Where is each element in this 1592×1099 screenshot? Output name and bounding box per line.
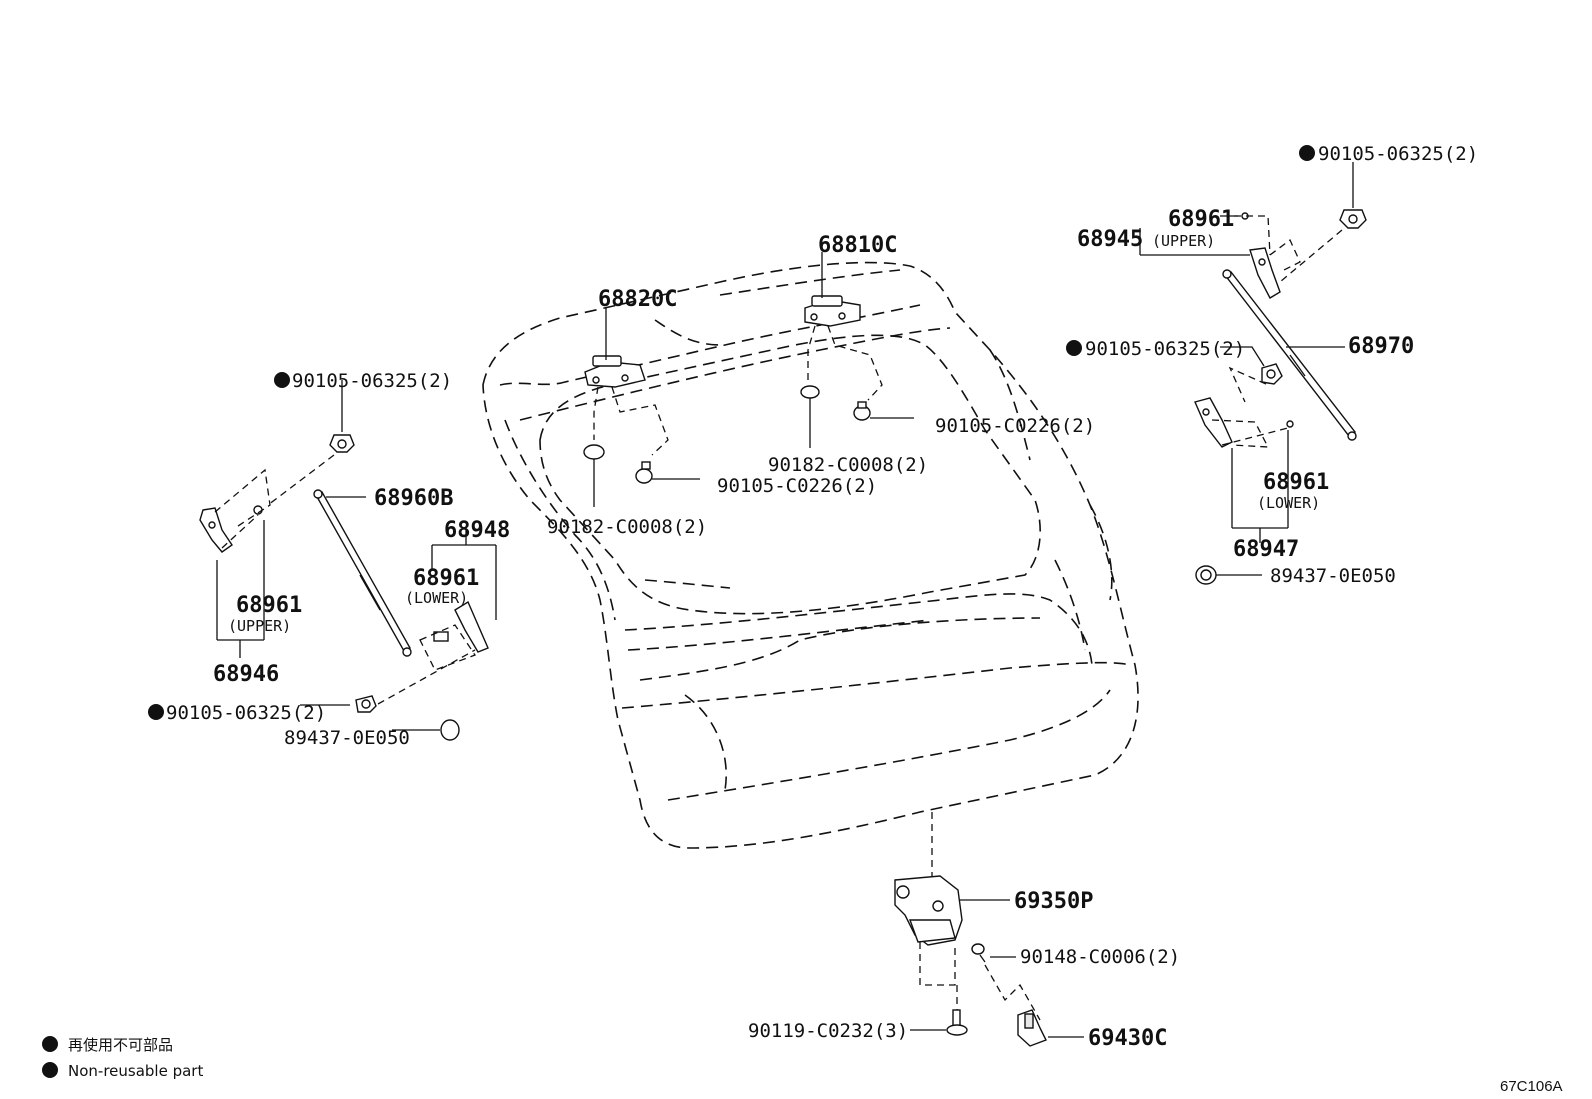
- label-68960B: 68960B: [374, 486, 453, 511]
- cushion-89437-0E050-left: [392, 719, 460, 741]
- bolt-90105-06325-left-bottom: [300, 649, 476, 713]
- label-69430C: 69430C: [1088, 1026, 1167, 1051]
- label-68948: 68948: [444, 518, 510, 543]
- label-68961-lower-left: 68961: [413, 566, 479, 591]
- label-90119-C0232: 90119-C0232(3): [748, 1020, 908, 1042]
- label-68961-upper-right: 68961: [1168, 207, 1234, 232]
- label-68946: 68946: [213, 662, 279, 687]
- label-upper-right: (UPPER): [1152, 232, 1215, 250]
- label-69350P: 69350P: [1014, 889, 1093, 914]
- hinge-68810C: [804, 252, 883, 401]
- stay-68960B: [313, 489, 412, 657]
- legend-text-en: Non-reusable part: [68, 1062, 203, 1080]
- bolt-90105-C0226-left: [635, 461, 700, 484]
- label-90182-C0008-right: 90182-C0008(2): [768, 454, 928, 476]
- label-68945: 68945: [1077, 227, 1143, 252]
- part-labels: 68810C 68820C 90105-06325(2) 68961 (UPPE…: [148, 143, 1478, 1051]
- label-lower-left: (LOWER): [405, 589, 468, 607]
- legend-text-jp: 再使用不可部品: [68, 1036, 173, 1054]
- label-90148-C0006: 90148-C0006(2): [1020, 946, 1180, 968]
- label-90105-06325-left-top: 90105-06325(2): [292, 370, 452, 392]
- label-90182-C0008-left: 90182-C0008(2): [547, 516, 707, 538]
- diagram-reference-code: 67C106A: [1500, 1078, 1563, 1095]
- legend: 再使用不可部品 Non-reusable part: [42, 1036, 203, 1080]
- hinge-68820C: [584, 307, 669, 456]
- label-68961-lower-right: 68961: [1263, 470, 1329, 495]
- label-89437-0E050-left: 89437-0E050: [284, 727, 410, 749]
- clip-90182-C0008-left: [583, 444, 605, 507]
- bracket-68961-upper-right: [1139, 212, 1301, 299]
- label-90105-06325-top-right: 90105-06325(2): [1318, 143, 1478, 165]
- switch-69430C: [1017, 1009, 1084, 1047]
- screw-90148-C0006: [971, 943, 1041, 1021]
- bolt-90119-C0232: [910, 1009, 968, 1036]
- legend-bullet-icon: [42, 1062, 58, 1078]
- back-door-panel: [482, 261, 1139, 849]
- label-90105-C0226-right: 90105-C0226(2): [935, 415, 1095, 437]
- non-reusable-mark: [274, 372, 290, 388]
- label-upper-left: (UPPER): [228, 617, 291, 635]
- bolt-90105-06325-right-top: [1267, 162, 1367, 293]
- stay-68970: [1222, 269, 1357, 441]
- cushion-89437-0E050-right: [1195, 565, 1262, 585]
- label-68961-upper-left: 68961: [236, 593, 302, 618]
- label-68810C: 68810C: [818, 233, 897, 258]
- label-68820C: 68820C: [598, 287, 677, 312]
- label-89437-0E050-right: 89437-0E050: [1270, 565, 1396, 587]
- legend-bullet-icon: [42, 1036, 58, 1052]
- non-reusable-mark: [148, 704, 164, 720]
- bracket-68961-upper-left: [199, 468, 271, 658]
- bolt-90105-C0226-right: [853, 401, 914, 421]
- label-90105-C0226-left: 90105-C0226(2): [717, 475, 877, 497]
- bolt-90105-06325-right-middle: [1220, 346, 1283, 403]
- lock-69350P: [894, 812, 1010, 1028]
- label-90105-06325-middle-right: 90105-06325(2): [1085, 338, 1245, 360]
- label-lower-right: (LOWER): [1257, 494, 1320, 512]
- label-68947: 68947: [1233, 537, 1299, 562]
- label-68970: 68970: [1348, 334, 1414, 359]
- bracket-68961-lower-right: [1194, 397, 1294, 543]
- bolt-90105-06325-left-top: [267, 380, 355, 506]
- label-90105-06325-bottom-left: 90105-06325(2): [166, 702, 326, 724]
- bracket-68961-lower-left: [419, 528, 497, 671]
- non-reusable-mark: [1299, 145, 1315, 161]
- clip-90182-C0008-right: [800, 385, 820, 448]
- non-reusable-mark: [1066, 340, 1082, 356]
